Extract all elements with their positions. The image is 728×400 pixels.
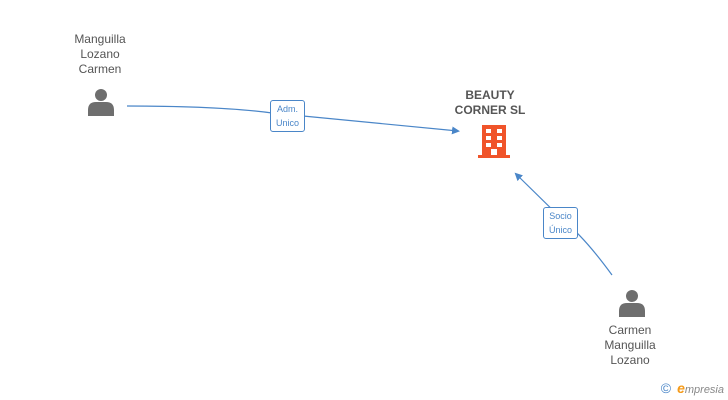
edge-label-socio-unico: Socio Único [543, 207, 579, 239]
person-top-name-line: Carmen [78, 62, 122, 76]
person-top-name-line: Lozano [80, 47, 120, 61]
person-top-name: Manguilla Lozano Carmen [55, 32, 145, 77]
brand-logo: empresia [677, 380, 724, 396]
person-bottom-name-line: Manguilla [604, 338, 656, 352]
edge-label-line: Socio [549, 211, 572, 221]
person-icon[interactable] [618, 289, 646, 317]
edge-label-line: Unico [276, 118, 300, 128]
edge-label-line: Único [549, 225, 573, 235]
brand-first-letter: e [677, 380, 685, 396]
company-name-line: CORNER SL [454, 103, 526, 117]
person-top-name-line: Manguilla [74, 32, 126, 46]
edge-adm-unico [126, 105, 460, 135]
person-bottom-name: Carmen Manguilla Lozano [585, 323, 675, 368]
person-bottom-name-line: Carmen [608, 323, 652, 337]
brand-watermark: © empresia [661, 380, 724, 396]
company-name-line: BEAUTY [465, 88, 515, 102]
edge-label-line: Adm. [277, 104, 299, 114]
brand-rest: mpresia [684, 384, 724, 396]
company-name: BEAUTY CORNER SL [440, 88, 540, 118]
person-bottom-name-line: Lozano [610, 353, 650, 367]
copyright-icon: © [660, 380, 672, 396]
edge-label-adm-unico: Adm. Unico [270, 100, 306, 132]
building-icon[interactable] [477, 124, 511, 159]
person-icon[interactable] [87, 88, 115, 116]
